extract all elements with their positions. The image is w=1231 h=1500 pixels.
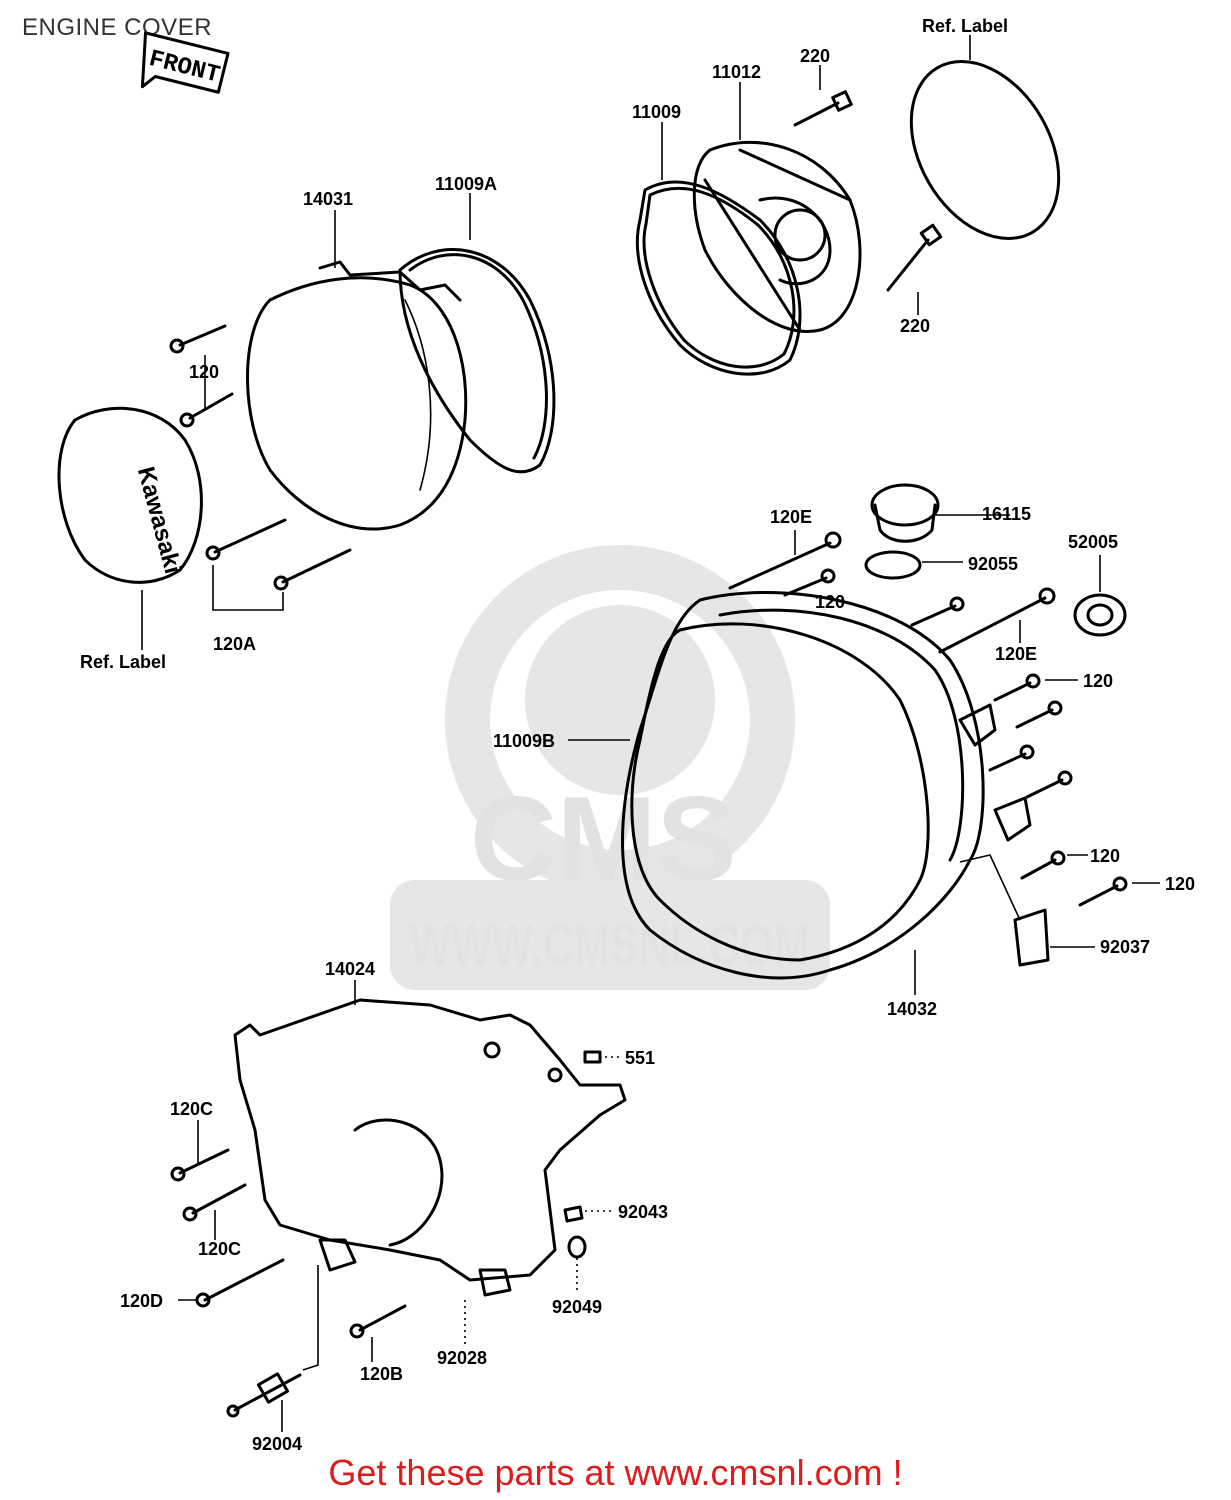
bolt-120-left-lower: [179, 392, 234, 428]
bolt-220-bottom: [886, 223, 943, 292]
bolt-r4: [1025, 770, 1073, 799]
cap-16115: [870, 483, 940, 543]
label-92049: 92049: [552, 1297, 602, 1317]
label-11009: 11009: [632, 102, 681, 122]
bolt-120-mid: [783, 568, 836, 597]
label-120-left: 120: [189, 362, 219, 382]
label-92028: 92028: [437, 1348, 487, 1368]
washer-92049: [567, 1235, 587, 1259]
bolt-220-top: [793, 90, 853, 127]
clamp-92037: [1013, 908, 1050, 967]
bolt-120c-top: [170, 1148, 230, 1182]
bolt-120a-upper: [205, 518, 287, 561]
label-14032: 14032: [887, 999, 937, 1019]
watermark-letters: CMS: [470, 772, 737, 906]
bolt-120b: [349, 1304, 407, 1339]
label-11009a: 11009A: [435, 174, 497, 194]
clamp-upper: [958, 703, 997, 747]
label-92043: 92043: [618, 1202, 668, 1222]
bolt-r3: [988, 744, 1035, 772]
bolt-r2: [1015, 700, 1063, 729]
label-120c-bottom: 120C: [198, 1239, 241, 1259]
footer-promo-link[interactable]: Get these parts at www.cmsnl.com !: [328, 1452, 903, 1493]
leader-92004-upper: [302, 1265, 319, 1371]
leader-120a: [212, 565, 284, 611]
label-120d: 120D: [120, 1291, 163, 1311]
label-220-top: 220: [800, 46, 830, 66]
label-52005: 52005: [1068, 532, 1118, 552]
label-120b: 120B: [360, 1364, 403, 1384]
front-tag: FRONT: [140, 31, 230, 94]
watermark-url: WWW.CMSNL.COM: [410, 913, 810, 978]
label-551: 551: [625, 1048, 655, 1068]
watermark: CMS WWW.CMSNL.COM: [390, 545, 830, 990]
bolt-120d: [195, 1258, 285, 1308]
dowel-551: [583, 1050, 602, 1064]
switch-92004: [226, 1372, 302, 1418]
seal-52005: [1073, 593, 1127, 637]
bolt-120e-right: [938, 587, 1056, 654]
label-120a: 120A: [213, 634, 256, 654]
label-92055: 92055: [968, 554, 1018, 574]
bolt-short-a: [910, 596, 965, 627]
label-11012: 11012: [712, 62, 761, 82]
cover-14031: [246, 260, 468, 531]
label-120e-top: 120E: [770, 507, 812, 527]
label-120-mid: 120: [815, 592, 845, 612]
gasket-11009: [635, 180, 802, 376]
label-120e-right: 120E: [995, 644, 1037, 664]
label-220-bottom: 220: [900, 316, 930, 336]
label-120-r2: 120: [1090, 846, 1120, 866]
cover-14032: [621, 591, 985, 980]
bolt-120-r3: [1078, 876, 1128, 907]
label-ref-label-left: Ref. Label: [80, 652, 166, 672]
gasket-11009b: [630, 622, 930, 962]
leader-14032-clamp: [959, 854, 1021, 921]
bolt-120a-lower: [273, 548, 352, 591]
emblem-brand-text: Kawasaki: [132, 464, 186, 577]
pin-92043: [563, 1205, 584, 1223]
label-14031: 14031: [303, 189, 353, 209]
page-title: ENGINE COVER: [22, 14, 213, 41]
cover-11012: [692, 140, 862, 333]
ref-label-disc-top: [909, 60, 1061, 240]
emblem-ref-label: Kawasaki: [57, 406, 203, 584]
bolt-120c-bottom: [182, 1183, 247, 1222]
label-120-r1: 120: [1083, 671, 1113, 691]
label-ref-label-top: Ref. Label: [922, 16, 1008, 36]
clamp-lower: [993, 796, 1032, 842]
label-120-r3: 120: [1165, 874, 1195, 894]
label-92037: 92037: [1100, 937, 1150, 957]
bolt-120e-top: [728, 531, 842, 590]
label-14024: 14024: [325, 959, 375, 979]
cover-14024: [233, 998, 627, 1297]
label-120c-top: 120C: [170, 1099, 213, 1119]
gasket-11009a: [398, 248, 556, 474]
bolt-120-left-upper: [169, 324, 227, 354]
label-16115: 16115: [982, 504, 1031, 524]
label-92004: 92004: [252, 1434, 302, 1454]
o-ring-92055: [864, 550, 922, 580]
label-11009b: 11009B: [493, 731, 555, 751]
bolt-120-r1: [993, 673, 1041, 702]
bolt-120-r2: [1020, 850, 1066, 880]
